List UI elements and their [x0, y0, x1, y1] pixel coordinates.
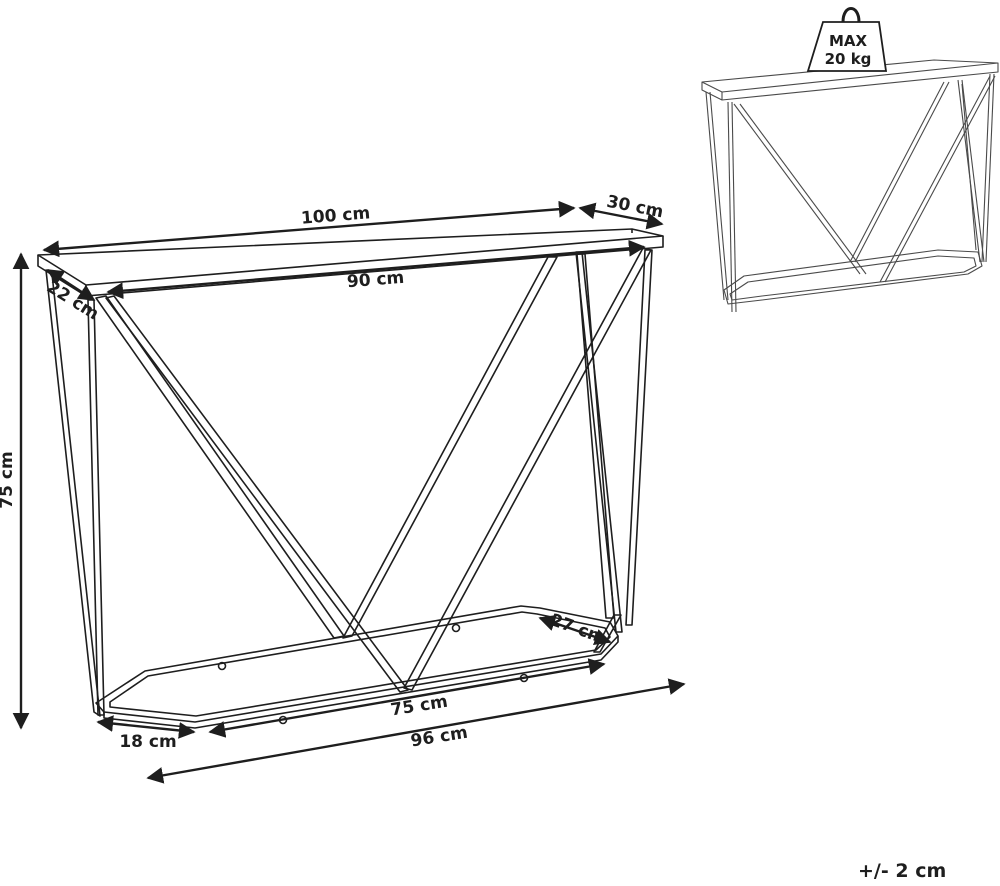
weight-value-label: 20 kg: [825, 50, 872, 68]
base-width-label: 96 cm: [409, 723, 469, 752]
left-legs: [45, 269, 105, 717]
height-label: 75 cm: [0, 451, 17, 508]
tolerance-note: +/- 2 cm: [858, 860, 947, 882]
inner-width-dimension-line: [106, 239, 646, 300]
right-legs: [575, 249, 653, 653]
inner-depth-dimension-line: [46, 268, 96, 302]
dimension-lines: [12, 200, 686, 784]
main-table-drawing: [37, 228, 664, 729]
base-inner-width-label: 75 cm: [389, 692, 449, 721]
top-depth-dimension-line: [578, 202, 664, 230]
kettlebell-weight-icon: MAX 20 kg: [806, 7, 888, 72]
weight-max-label: MAX: [829, 32, 868, 50]
base-width-dimension-line: [146, 678, 686, 784]
preview-table-drawing: [701, 59, 999, 313]
inner-width-label: 90 cm: [346, 268, 405, 292]
base-inner-depth-dimension-line: [538, 614, 612, 646]
base-depth-label: 18 cm: [119, 732, 176, 752]
